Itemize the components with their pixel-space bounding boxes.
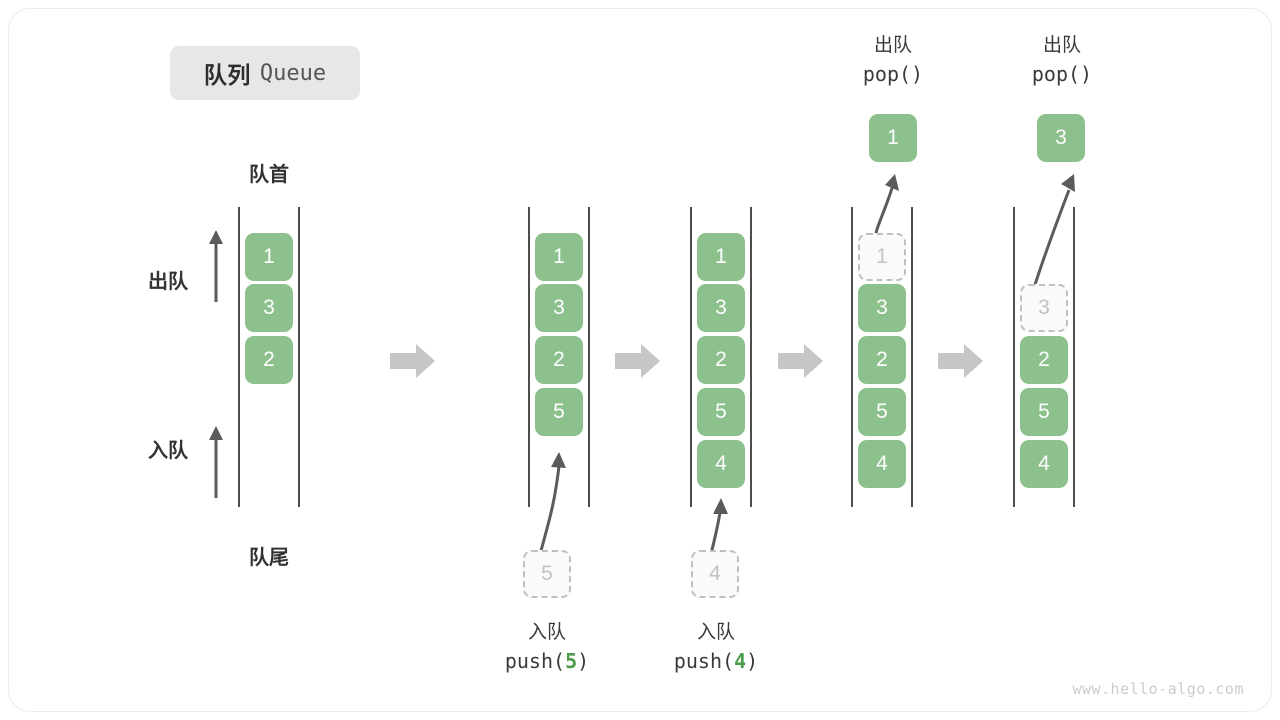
- step-arrow-icon: [778, 344, 823, 378]
- enqueue-direction-label: 入队: [148, 440, 188, 462]
- queue-rail-right: [1073, 207, 1075, 507]
- pop-1-caption-cn: 出队: [873, 35, 912, 56]
- push-5-fn-close: ): [577, 648, 590, 673]
- queue-cell: 2: [858, 336, 906, 384]
- queue-rail-right: [750, 207, 752, 507]
- dequeue-direction-arrow: [209, 230, 223, 302]
- step-arrow-icon: [615, 344, 660, 378]
- queue-cell: 1: [535, 233, 583, 281]
- queue-rail-right: [588, 207, 590, 507]
- pop-1-caption-code: pop(): [862, 61, 924, 86]
- queue-cell: 4: [1020, 440, 1068, 488]
- queue-column-1: 1 3 2 5: [528, 207, 590, 507]
- watermark: www.hello-algo.com: [1072, 680, 1244, 698]
- push-5-fn-open: push(: [504, 648, 566, 673]
- queue-column-2: 1 3 2 5 4: [690, 207, 752, 507]
- queue-column-4: 3 2 5 4: [1013, 207, 1075, 507]
- push-5-caption: 入队 push(5): [467, 620, 627, 675]
- queue-column-3: 1 3 2 5 4: [851, 207, 913, 507]
- queue-cell: 3: [535, 284, 583, 332]
- queue-tail-label: 队尾: [249, 547, 289, 569]
- queue-cell: 3: [858, 284, 906, 332]
- queue-cell: 4: [858, 440, 906, 488]
- queue-rail-left: [528, 207, 530, 507]
- queue-column-0: 1 3 2: [238, 207, 300, 507]
- queue-cell: 2: [535, 336, 583, 384]
- pop-1-caption: 出队 pop(): [813, 33, 973, 88]
- queue-ghost-cell: 1: [858, 233, 906, 281]
- push-4-caption-cn: 入队: [696, 622, 735, 643]
- queue-cell: 5: [535, 388, 583, 436]
- push-4-caption-code: push(4): [636, 647, 796, 675]
- dequeue-direction-label: 出队: [148, 271, 188, 293]
- queue-cell: 1: [697, 233, 745, 281]
- queue-cell: 2: [697, 336, 745, 384]
- pop-2-caption-code: pop(): [1031, 61, 1093, 86]
- push-arrow-5: [538, 452, 566, 556]
- queue-rail-right: [298, 207, 300, 507]
- queue-head-label: 队首: [249, 164, 289, 186]
- queue-cell: 1: [245, 233, 293, 281]
- step-arrow-icon: [390, 344, 435, 378]
- push-4-fn-open: push(: [673, 648, 735, 673]
- queue-rail-left: [238, 207, 240, 507]
- queue-cell: 5: [1020, 388, 1068, 436]
- push-4-fn-close: ): [746, 648, 759, 673]
- queue-cell: 5: [697, 388, 745, 436]
- push-4-caption: 入队 push(4): [636, 620, 796, 675]
- queue-rail-left: [1013, 207, 1015, 507]
- title-english: Queue: [259, 60, 327, 86]
- queue-cell: 2: [1020, 336, 1068, 384]
- figure-title-badge: 队列 Queue: [170, 46, 360, 100]
- queue-cell: 3: [245, 284, 293, 332]
- queue-rail-right: [911, 207, 913, 507]
- push-5-caption-code: push(5): [467, 647, 627, 675]
- pop-2-caption-cn: 出队: [1042, 35, 1081, 56]
- queue-cell: 4: [697, 440, 745, 488]
- title-chinese: 队列: [203, 62, 251, 88]
- pop-2-caption: 出队 pop(): [982, 33, 1142, 88]
- popped-cell-1: 1: [869, 114, 917, 162]
- queue-rail-left: [851, 207, 853, 507]
- queue-ghost-cell: 3: [1020, 284, 1068, 332]
- queue-cell: 5: [858, 388, 906, 436]
- push-4-arg: 4: [734, 648, 747, 673]
- queue-cell: 2: [245, 336, 293, 384]
- step-arrow-icon: [938, 344, 983, 378]
- push-5-caption-cn: 入队: [527, 622, 566, 643]
- enqueue-direction-arrow: [209, 426, 223, 498]
- popped-cell-3: 3: [1037, 114, 1085, 162]
- push-source-cell-5: 5: [523, 550, 571, 598]
- queue-cell: 3: [697, 284, 745, 332]
- queue-rail-left: [690, 207, 692, 507]
- push-5-arg: 5: [565, 648, 578, 673]
- push-source-cell-4: 4: [691, 550, 739, 598]
